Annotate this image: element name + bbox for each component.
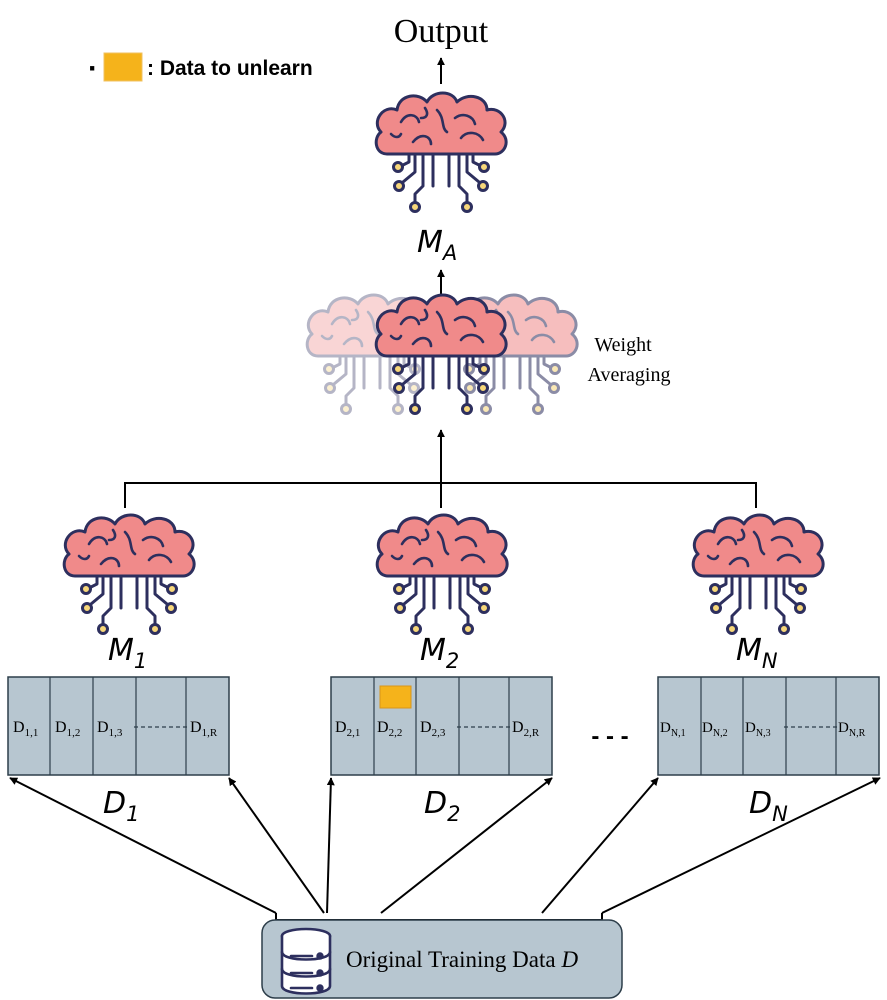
model-2-sub: 2 <box>446 649 459 673</box>
shard-2-sub: 2 <box>447 802 460 826</box>
shard-2-outline <box>330 676 553 776</box>
arrow-db-to-shard2-right <box>380 777 553 914</box>
model-connector <box>124 429 757 508</box>
shard-1-label: D1 <box>103 786 139 826</box>
unlearn-marker <box>379 685 412 709</box>
weight-averaging-brains <box>305 293 579 415</box>
arrow-db-to-shard2-left <box>326 777 335 914</box>
shard-2-cell-2: D2,2 <box>377 719 402 739</box>
model-2-name: M <box>420 633 446 668</box>
database-box <box>261 919 623 999</box>
shard-n-outline <box>657 676 880 776</box>
model-2-brain-icon <box>375 513 509 635</box>
shard-1-cell-r: D1,R <box>190 719 218 739</box>
model-1-brain-icon <box>62 513 196 635</box>
shard-2-cell-1: D2,1 <box>335 719 360 739</box>
shard-n-cell-3: DN,3 <box>745 720 771 739</box>
arrow-db-to-shardn-left <box>541 777 659 914</box>
shard-1-sub: 1 <box>126 802 139 826</box>
aggregate-brain-icon <box>374 91 508 213</box>
shard-1: D1,1 D1,2 D1,3 D1,R <box>7 676 230 776</box>
legend-swatch <box>103 52 143 82</box>
arrow-db-to-shardn-right <box>601 777 881 914</box>
shard-2-cell-r: D2,R <box>512 719 540 739</box>
legend: · : Data to unlearn <box>88 52 313 85</box>
model-1-name: M <box>108 633 134 668</box>
output-label: Output <box>394 13 489 50</box>
legend-text: : Data to unlearn <box>147 57 313 80</box>
database-label-var: D <box>561 947 579 972</box>
model-n-name: M <box>736 633 762 668</box>
shard-n-cell-r: DN,R <box>838 720 866 739</box>
shard-n: DN,1 DN,2 DN,3 DN,R <box>657 676 880 776</box>
shard-1-cell-3: D1,3 <box>97 719 123 739</box>
arrow-db-to-shard1-right <box>228 777 325 914</box>
database-label-text: Original Training Data <box>346 947 556 972</box>
model-n-sub: N <box>762 649 778 673</box>
shard-ellipsis: - - - <box>591 723 628 750</box>
legend-bullet: · <box>88 52 98 85</box>
shard-1-cell-1: D1,1 <box>13 719 38 739</box>
shard-2-cell-3: D2,3 <box>420 719 446 739</box>
shard-n-label: DN <box>749 786 788 826</box>
shard-n-sub: N <box>772 802 788 826</box>
shard-2-label: D2 <box>424 786 460 826</box>
model-n-label: MN <box>736 633 778 673</box>
aggregate-model-sub: A <box>441 241 457 265</box>
aggregate-model-name: M <box>417 225 443 260</box>
aggregate-model-label: MA <box>417 225 457 265</box>
shard-1-outline <box>7 676 230 776</box>
db-top-edge <box>275 913 603 921</box>
model-1-label: M1 <box>108 633 147 673</box>
arrow-db-to-shard1-left <box>9 777 277 914</box>
shard-1-name: D <box>103 786 126 821</box>
shard-n-cell-1: DN,1 <box>660 720 686 739</box>
database-icon <box>280 927 332 995</box>
shard-2: D2,1 D2,2 D2,3 D2,R <box>330 676 553 776</box>
averaging-label-line2: Averaging <box>588 364 671 386</box>
averaging-label-line1: Weight <box>594 334 652 356</box>
model-n-brain-icon <box>691 513 825 635</box>
shard-n-name: D <box>749 786 772 821</box>
shard-1-cell-2: D1,2 <box>55 719 80 739</box>
shard-2-name: D <box>424 786 447 821</box>
model-2-label: M2 <box>420 633 459 673</box>
shard-n-cell-2: DN,2 <box>702 720 728 739</box>
model-1-sub: 1 <box>134 649 147 673</box>
